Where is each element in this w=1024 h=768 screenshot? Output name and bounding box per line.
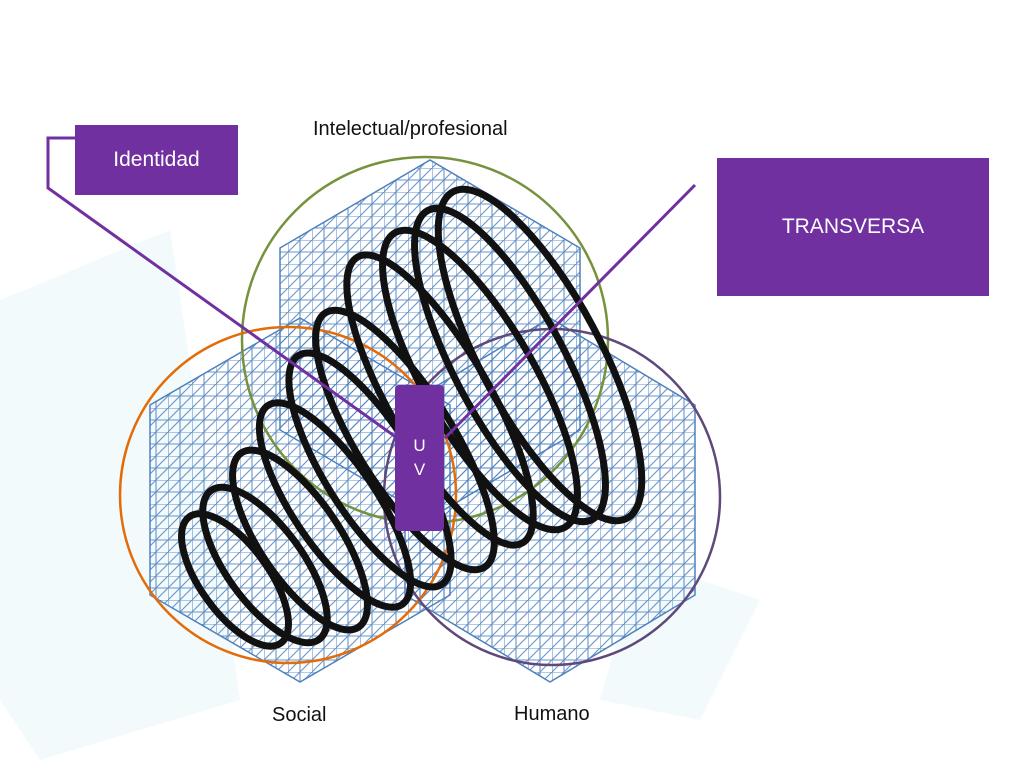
label-intelectual: Intelectual/profesional [313, 118, 508, 140]
identidad-label: Identidad [113, 148, 200, 171]
connector-transversa [443, 183, 697, 440]
identidad-box: Identidad [75, 125, 238, 195]
uv-letter-v: V [413, 460, 426, 479]
uv-letter-u: U [413, 436, 426, 455]
label-social: Social [272, 704, 327, 726]
transversa-box: TRANSVERSA [717, 158, 989, 296]
label-humano: Humano [514, 703, 590, 725]
uv-box: U V [395, 385, 444, 531]
transversa-label: TRANSVERSA [781, 215, 925, 238]
circle-social [118, 325, 458, 665]
connector-identidad [46, 136, 401, 442]
spiral-scribble [178, 185, 646, 650]
